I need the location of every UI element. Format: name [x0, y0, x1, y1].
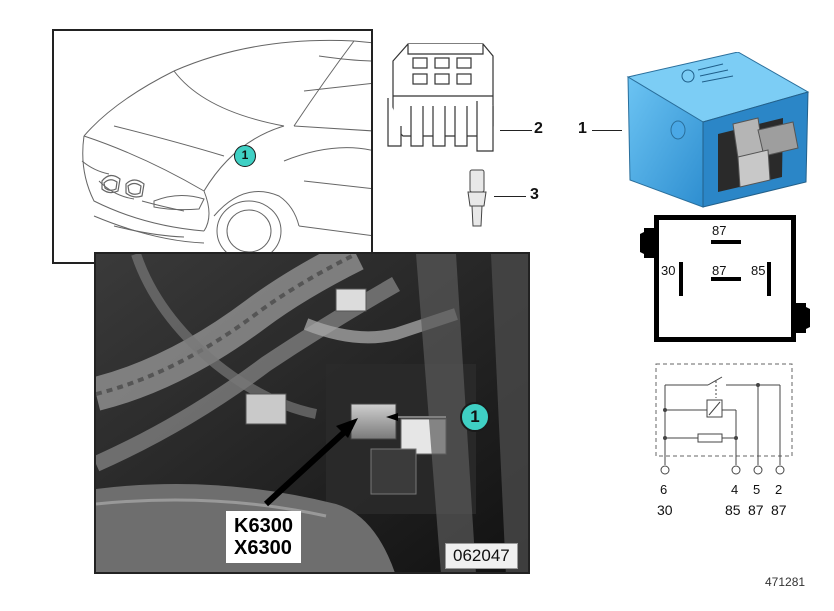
schematic-pin-5: 5 [753, 482, 761, 497]
car-location-panel: 1 [52, 29, 373, 264]
pinout-diagram: 87 30 87 85 [654, 215, 796, 342]
pin-87-top-blade [711, 240, 741, 244]
pin-30-blade [679, 262, 683, 296]
terminal-pin-drawing [467, 169, 487, 227]
part-label-1: 1 [578, 120, 587, 137]
terminal-label-85: 85 [725, 502, 741, 518]
component-codes: K6300 X6300 [226, 511, 301, 563]
car-outline-drawing [81, 39, 371, 262]
leader-line-1 [592, 130, 622, 131]
pin-87-center-blade [711, 277, 741, 281]
terminal-label-87-a: 87 [748, 502, 764, 518]
pin-label-85: 85 [751, 263, 766, 278]
leader-line-2 [500, 130, 532, 131]
diagram-number: 471281 [765, 575, 806, 589]
code-relay: K6300 [234, 515, 293, 537]
part-label-2: 2 [534, 120, 543, 137]
pinout-latch-right [796, 303, 810, 333]
terminal-label-87-b: 87 [771, 502, 787, 518]
code-connector: X6300 [234, 537, 292, 559]
terminal-label-30: 30 [657, 502, 673, 518]
photo-callout-1: 1 [460, 402, 490, 432]
pin-label-87-center: 87 [712, 263, 727, 278]
photo-id: 062047 [445, 543, 518, 569]
engine-bay-illustration [96, 254, 528, 572]
schematic-pin-4: 4 [731, 482, 739, 497]
pinout-latch-left [640, 228, 654, 258]
relay-socket-drawing [387, 43, 494, 152]
schematic-pin-2: 2 [775, 482, 783, 497]
car-callout-1: 1 [234, 145, 256, 167]
relay-drawing [626, 52, 810, 208]
pin-label-87-top: 87 [712, 223, 727, 238]
pin-85-blade [767, 262, 771, 296]
circuit-schematic [655, 363, 793, 475]
pin-label-30: 30 [661, 263, 676, 278]
engine-bay-photo: 1 K6300 X6300 062047 [94, 252, 530, 574]
part-label-3: 3 [530, 186, 539, 203]
schematic-pin-6: 6 [660, 482, 668, 497]
leader-line-3 [494, 196, 526, 197]
